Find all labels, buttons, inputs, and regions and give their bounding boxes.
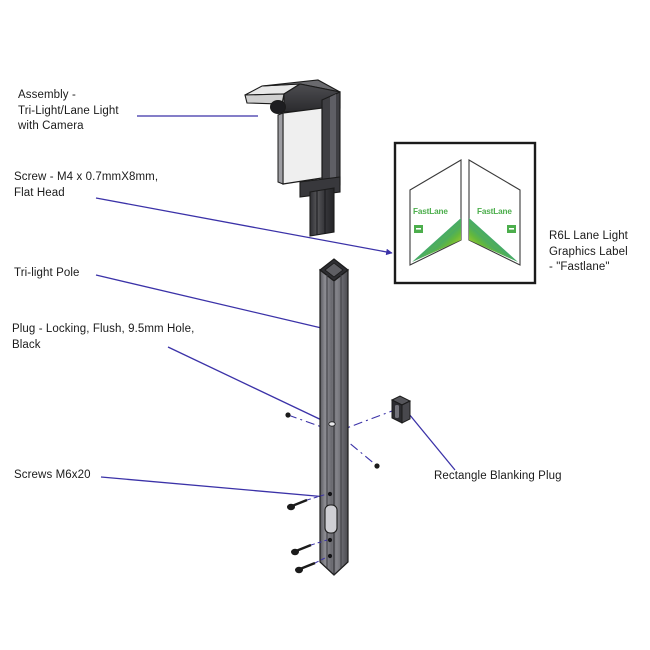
pole-hole-top: [327, 491, 333, 497]
head-right-column-shade: [330, 94, 336, 190]
plug-inner-detail: [395, 405, 399, 418]
axis-dot-bottom: [374, 463, 380, 469]
callout-tri-light-pole: Tri-light Pole: [14, 267, 80, 279]
tri-light-pole: [319, 258, 349, 576]
callout-graphics-label: R6L Lane Light Graphics Label - "Fastlan…: [549, 230, 628, 273]
screws-m6-group: [287, 493, 328, 574]
panel-right-swoosh-tail: [469, 224, 500, 252]
leader-screws-m6: [100, 476, 328, 498]
plug-side-face: [401, 400, 411, 424]
camera-lens: [270, 100, 286, 114]
screw-head-3: [295, 566, 303, 574]
rectangle-blanking-plug: [390, 395, 412, 424]
pole-plug-hole: [328, 421, 336, 427]
screw-head-1: [287, 503, 295, 511]
screw-guide-2: [310, 539, 328, 546]
light-panel-left-edge: [277, 112, 284, 185]
lane-light-head-assembly: [244, 79, 341, 237]
axis-dot-left: [285, 412, 291, 418]
screw-guide-3: [314, 556, 328, 564]
screw-guide-1: [306, 493, 328, 501]
head-stem: [309, 187, 335, 237]
leader-lines: [95, 115, 456, 498]
graphics-label-box: [393, 141, 537, 285]
brand-wordmark-right: FastLane: [477, 207, 512, 216]
panel-left-swoosh: [412, 218, 461, 262]
brand-badge-right-slot: [509, 228, 514, 230]
screw-shaft-3: [299, 561, 316, 571]
leader-blanking-plug: [408, 413, 456, 471]
screw-shaft-2: [295, 543, 312, 553]
panel-right-swoosh: [469, 218, 518, 262]
callout-screws-m6: Screws M6x20: [14, 469, 91, 481]
screw-shaft-1: [291, 498, 308, 508]
screw-m6-3: [295, 556, 328, 574]
light-panel-face: [282, 107, 323, 185]
callout-screw-m4: Screw - M4 x 0.7mmX8mm, Flat Head: [14, 171, 159, 199]
screw-m6-2: [291, 539, 328, 556]
pole-access-slot: [324, 504, 338, 534]
label-panel-right: [468, 159, 521, 266]
brand-badge-left-slot: [416, 228, 421, 230]
label-panel-left: [409, 159, 462, 266]
screw-head-2: [291, 548, 299, 556]
screw-m6-1: [287, 493, 328, 511]
pole-hole-bottom: [327, 553, 333, 559]
panel-left-swoosh-tail: [430, 224, 461, 252]
leader-plug-locking: [167, 346, 331, 425]
brand-wordmark-left: FastLane: [413, 207, 448, 216]
leader-tri-light-pole: [95, 274, 331, 331]
leader-screw-m4: [95, 197, 393, 256]
pole-hole-mid: [327, 537, 333, 543]
callout-blanking-plug: Rectangle Blanking Plug: [434, 470, 562, 482]
callout-plug-locking: Plug - Locking, Flush, 9.5mm Hole, Black: [12, 323, 195, 351]
pole-top-cap-inner: [324, 262, 344, 278]
callout-assembly: Assembly - Tri-Light/Lane Light with Cam…: [18, 89, 119, 132]
